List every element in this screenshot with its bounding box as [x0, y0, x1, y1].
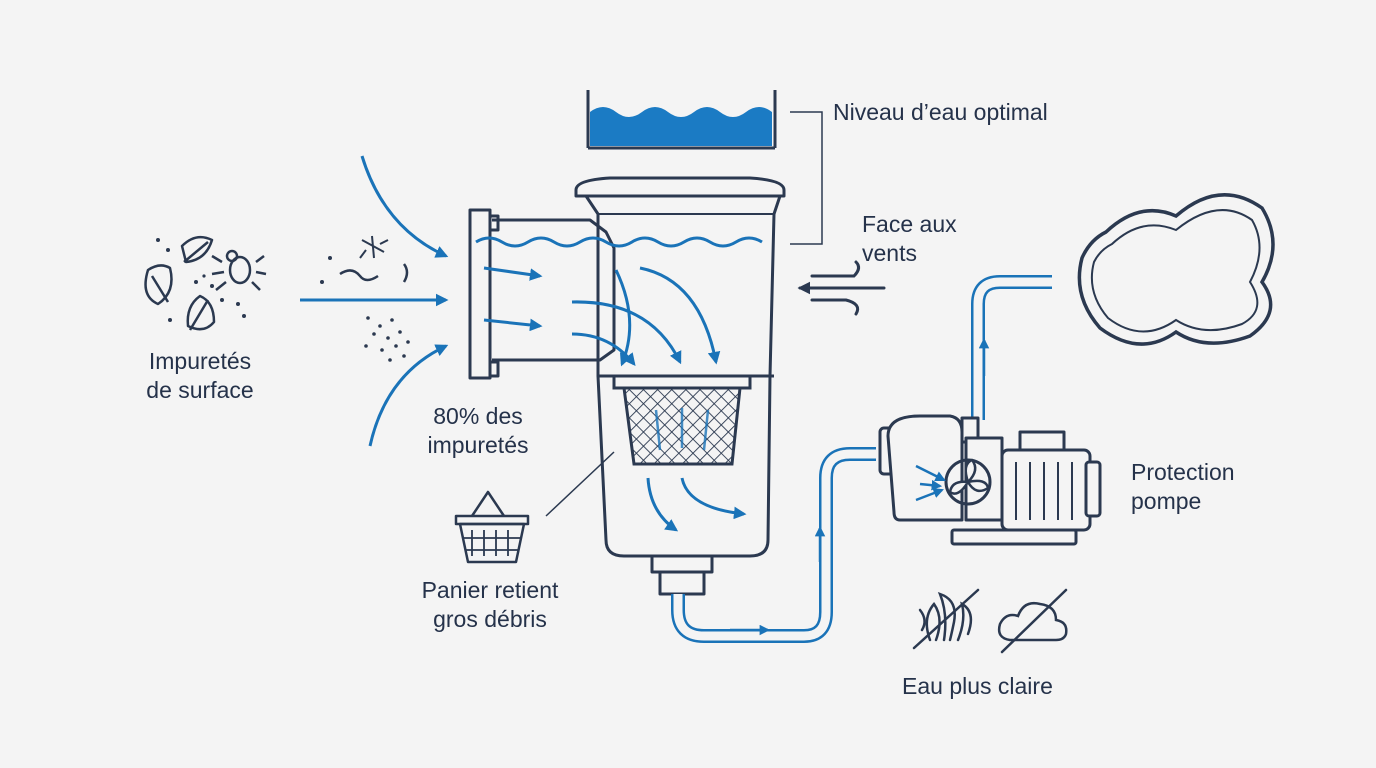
surface-debris-label: Impuretés de surface [130, 347, 270, 405]
pump-label-line2: pompe [1131, 488, 1202, 514]
pump-icon [878, 414, 1102, 546]
pipe-to-pool [971, 275, 1052, 420]
basket-icon [454, 490, 530, 564]
wind-label: Face aux vents [862, 210, 957, 268]
water-level-bracket [790, 111, 823, 245]
basket-label-line2: gros débris [433, 606, 547, 632]
pump-label-line1: Protection [1131, 459, 1235, 485]
clearer-water-label: Eau plus claire [902, 673, 1053, 699]
dust-dots-icon [156, 238, 246, 322]
pump-label: Protection pompe [1131, 458, 1235, 516]
skimmer-water-line [475, 236, 763, 248]
basket-label-line1: Panier retient [421, 577, 559, 603]
surface-debris-line1: Impuretés [148, 348, 252, 374]
debris-share-label: 80% des impuretés [408, 402, 548, 460]
debris-share-line2: impuretés [427, 432, 529, 458]
cloud-crossed-icon [997, 588, 1068, 654]
pool-icon [1077, 193, 1275, 346]
debris-share-line1: 80% des [433, 403, 523, 429]
basket-label: Panier retient gros débris [400, 576, 580, 634]
pool-inner-edge [1090, 209, 1261, 333]
wind-label-line1: Face aux [862, 211, 957, 237]
basket-leader [545, 451, 615, 517]
bug-icon [211, 249, 267, 291]
surface-debris-line2: de surface [146, 377, 254, 403]
skimmer-flow-arrows [483, 266, 747, 532]
debris-flow-arrows [300, 155, 449, 447]
water-level-icon [586, 90, 777, 150]
skimmer-basket [612, 374, 752, 466]
leaf-icon [144, 235, 216, 331]
floating-debris-icon [320, 256, 410, 362]
mosquito-icon [339, 235, 409, 283]
pump-flow-arrows [915, 464, 946, 502]
wind-label-line2: vents [862, 240, 917, 266]
algae-crossed-icon [912, 588, 980, 650]
pipe-to-pump [671, 447, 876, 643]
wind-icon [797, 260, 886, 316]
water-level-label: Niveau d’eau optimal [833, 99, 1048, 125]
